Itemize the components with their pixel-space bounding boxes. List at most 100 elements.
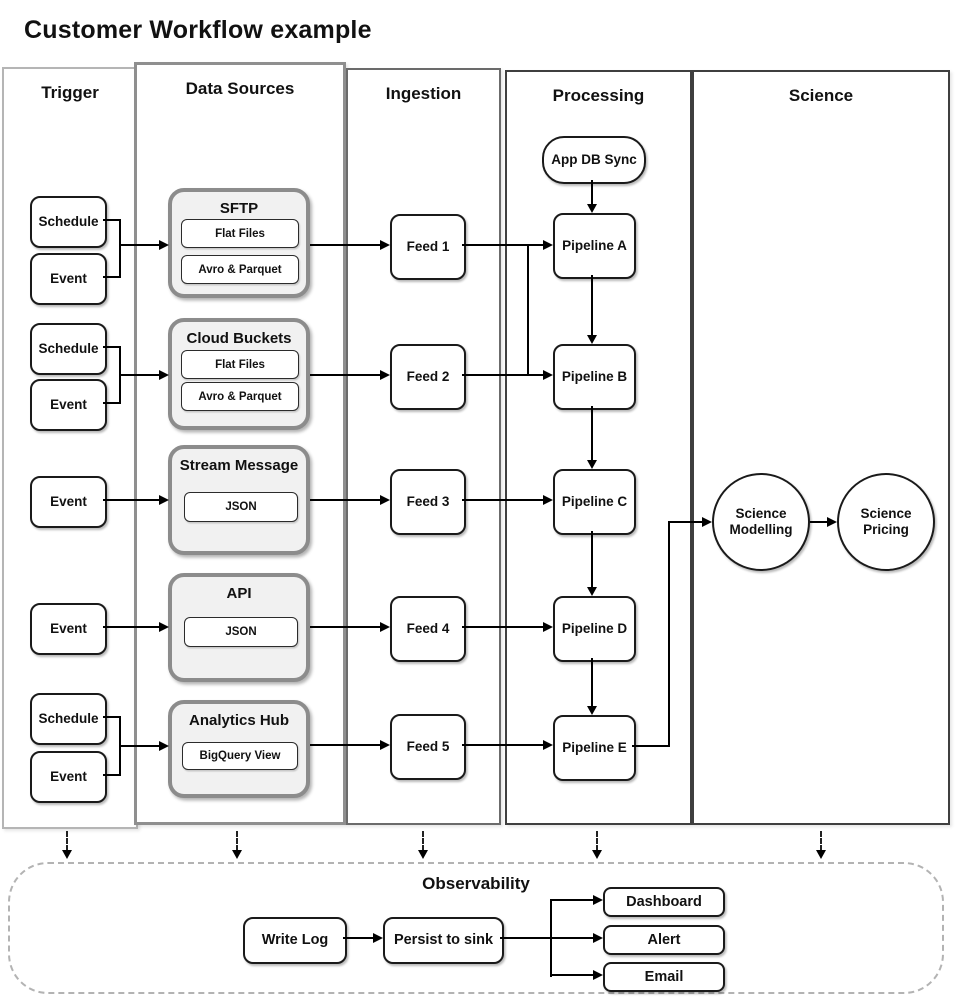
trigger-schedule-3: Schedule	[30, 693, 107, 745]
observability-title: Observability	[422, 874, 530, 893]
feed-5: Feed 5	[390, 714, 466, 780]
arrowhead-right-icon	[593, 895, 603, 905]
lane-data-sources: Data Sources	[134, 62, 346, 825]
stream-message-json: JSON	[184, 492, 298, 522]
connector-line	[103, 402, 121, 404]
arrowhead-right-icon	[827, 517, 837, 527]
arrowhead-down-icon	[587, 204, 597, 213]
arrowhead-right-icon	[702, 517, 712, 527]
connector-line	[121, 244, 160, 246]
connector-line	[591, 406, 593, 461]
lane-processing-title: Processing	[552, 86, 645, 105]
science-modelling: Science Modelling	[712, 473, 810, 571]
connector-line	[310, 374, 381, 376]
connector-line	[591, 658, 593, 707]
connector-line	[343, 937, 374, 939]
group-analytics-hub-title: Analytics Hub	[188, 712, 290, 729]
arrowhead-down-icon	[232, 850, 242, 859]
arrowhead-right-icon	[159, 370, 169, 380]
connector-line	[552, 899, 594, 901]
arrowhead-down-icon	[587, 460, 597, 469]
connector-line	[591, 275, 593, 336]
lane-trigger-title: Trigger	[41, 83, 99, 102]
output-email: Email	[603, 962, 725, 992]
arrowhead-right-icon	[543, 240, 553, 250]
lane-data-sources-title: Data Sources	[185, 79, 295, 98]
connector-line	[462, 744, 544, 746]
lane-ingestion: Ingestion	[346, 68, 501, 825]
connector-line	[103, 346, 121, 348]
connector-line	[119, 716, 121, 776]
connector-line	[552, 974, 594, 976]
connector-line	[310, 244, 381, 246]
trigger-event-4: Event	[30, 603, 107, 655]
trigger-event-1: Event	[30, 253, 107, 305]
cloud-buckets-avro-parquet: Avro & Parquet	[181, 382, 299, 411]
group-sftp-title: SFTP	[219, 200, 259, 217]
connector-line	[552, 937, 594, 939]
persist-to-sink: Persist to sink	[383, 917, 504, 964]
connector-line	[103, 774, 121, 776]
connector-line	[103, 499, 160, 501]
feed-3: Feed 3	[390, 469, 466, 535]
arrowhead-right-icon	[380, 740, 390, 750]
trigger-event-2: Event	[30, 379, 107, 431]
arrowhead-down-icon	[592, 850, 602, 859]
arrowhead-down-icon	[418, 850, 428, 859]
arrowhead-down-icon	[587, 335, 597, 344]
api-json: JSON	[184, 617, 298, 647]
connector-line	[550, 899, 552, 977]
arrowhead-right-icon	[380, 495, 390, 505]
arrowhead-right-icon	[159, 741, 169, 751]
connector-line	[310, 626, 381, 628]
connector-line	[591, 531, 593, 588]
connector-line	[119, 346, 121, 404]
connector-line	[103, 219, 121, 221]
arrowhead-right-icon	[543, 495, 553, 505]
connector-line	[310, 744, 381, 746]
arrowhead-right-icon	[593, 933, 603, 943]
arrowhead-right-icon	[543, 370, 553, 380]
feed-4: Feed 4	[390, 596, 466, 662]
pipeline-c: Pipeline C	[553, 469, 636, 535]
connector-line	[810, 521, 828, 523]
lane-science-title: Science	[788, 86, 854, 105]
dashed-connector-line	[422, 831, 424, 851]
arrowhead-down-icon	[587, 706, 597, 715]
arrowhead-down-icon	[62, 850, 72, 859]
connector-line	[103, 716, 121, 718]
diagram-title: Customer Workflow example	[24, 16, 372, 44]
connector-line	[668, 521, 670, 747]
pipeline-a: Pipeline A	[553, 213, 636, 279]
arrowhead-right-icon	[380, 240, 390, 250]
connector-line	[103, 276, 121, 278]
connector-line	[591, 180, 593, 205]
connector-line	[500, 937, 552, 939]
connector-line	[462, 499, 544, 501]
arrowhead-right-icon	[159, 495, 169, 505]
pipeline-b: Pipeline B	[553, 344, 636, 410]
output-dashboard: Dashboard	[603, 887, 725, 917]
output-alert: Alert	[603, 925, 725, 955]
connector-line	[668, 521, 703, 523]
connector-line	[462, 374, 544, 376]
lane-science: Science	[692, 70, 950, 825]
trigger-schedule-2: Schedule	[30, 323, 107, 375]
arrowhead-right-icon	[380, 370, 390, 380]
sftp-flat-files: Flat Files	[181, 219, 299, 248]
arrowhead-down-icon	[587, 587, 597, 596]
app-db-sync: App DB Sync	[542, 136, 646, 184]
connector-line	[119, 219, 121, 278]
lane-processing: Processing	[505, 70, 692, 825]
arrowhead-down-icon	[816, 850, 826, 859]
write-log: Write Log	[243, 917, 347, 964]
cloud-buckets-flat-files: Flat Files	[181, 350, 299, 379]
dashed-connector-line	[596, 831, 598, 851]
connector-line	[632, 745, 670, 747]
pipeline-e: Pipeline E	[553, 715, 636, 781]
feed-1: Feed 1	[390, 214, 466, 280]
arrowhead-right-icon	[543, 740, 553, 750]
trigger-event-5: Event	[30, 751, 107, 803]
dashed-connector-line	[820, 831, 822, 851]
